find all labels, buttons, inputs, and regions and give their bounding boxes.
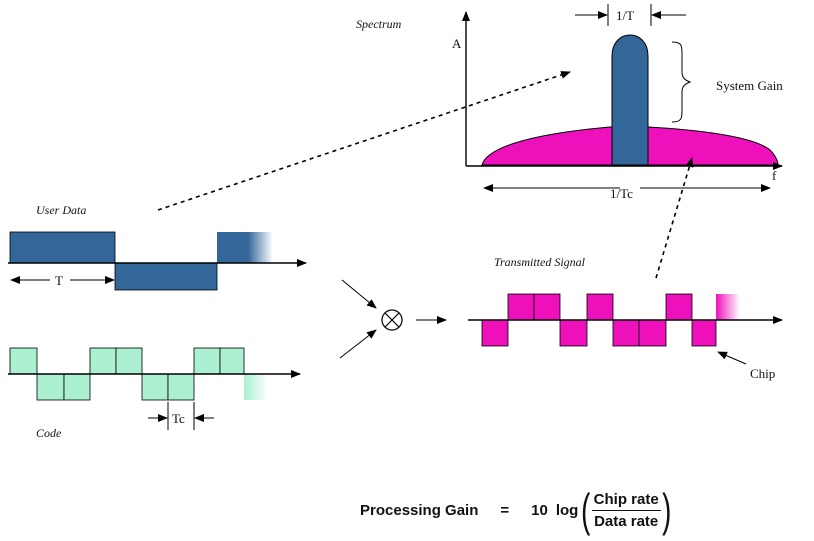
spectrum-y-axis-label: A [452,36,462,51]
formula-equals: = [500,501,510,519]
code-chip-7 [167,373,195,401]
mixer [339,279,447,359]
tx-chip-5 [586,293,614,321]
code-chip-2 [36,373,65,401]
tx-chip-3 [533,293,561,321]
formula-close-paren: ) [661,484,671,536]
formula-numerator: Chip rate [591,491,661,511]
system-gain-label: System Gain [716,78,783,93]
code-chip-5 [115,347,143,375]
code-title: Code [36,426,62,440]
formula-fraction: Chip rate Data rate [591,491,661,530]
tx-chip-7 [638,319,667,347]
chip-label: Chip [750,366,775,381]
formula-log: log [555,501,579,519]
data-to-mixer-arrow [341,279,377,309]
code-to-mixer-arrow [339,329,377,359]
code-chip-label: Tc [172,411,185,426]
formula-open-paren: ( [581,484,591,536]
chip-pointer-arrow [717,351,747,365]
code-chip-8 [193,347,221,375]
code-chip-9 [219,347,245,375]
user-data-panel: User Data T [8,203,307,291]
tx-chip-4 [559,319,588,347]
formula-denominator: Data rate [594,512,659,530]
spectrum-panel: Spectrum A f 1/T System Gain 1/Tc [356,4,783,201]
code-chip-1 [9,347,38,375]
tx-chip-2 [507,293,535,321]
wide-width-label: 1/Tc [610,186,633,201]
code-chip-6 [141,373,169,401]
user-data-title: User Data [36,203,86,217]
user-data-bit-high-2 [217,232,273,263]
code-panel: Tc Code [8,347,301,440]
tx-chip-10 [716,294,740,320]
transmitted-panel: Transmitted Signal Chip [468,255,783,381]
tx-chip-9 [691,319,717,347]
spectrum-x-axis-label: f [772,168,777,183]
transmitted-title: Transmitted Signal [494,255,586,269]
user-data-period-label: T [55,273,63,288]
code-chip-3 [63,373,91,401]
system-gain-brace [671,41,692,123]
transmitted-to-spectrum-arrow [655,157,694,279]
formula-coefficient: 10 [531,501,548,519]
processing-gain-formula: Processing Gain = 10 log ( Chip rate Dat… [360,486,674,534]
user-data-bit-low [114,262,218,291]
narrow-width-label: 1/T [616,8,634,23]
tx-chip-1 [481,319,509,347]
multiplier-icon [381,309,403,331]
user-data-bit-high-1 [9,231,116,264]
tx-chip-8 [665,293,693,321]
tx-chip-6 [612,319,640,347]
code-chip-10 [244,374,268,400]
code-chip-4 [89,347,117,375]
narrow-spectrum-shape [611,34,649,166]
formula-left-side: Processing Gain [360,501,479,519]
spectrum-title: Spectrum [356,17,402,31]
user-data-to-spectrum-arrow [157,71,571,211]
